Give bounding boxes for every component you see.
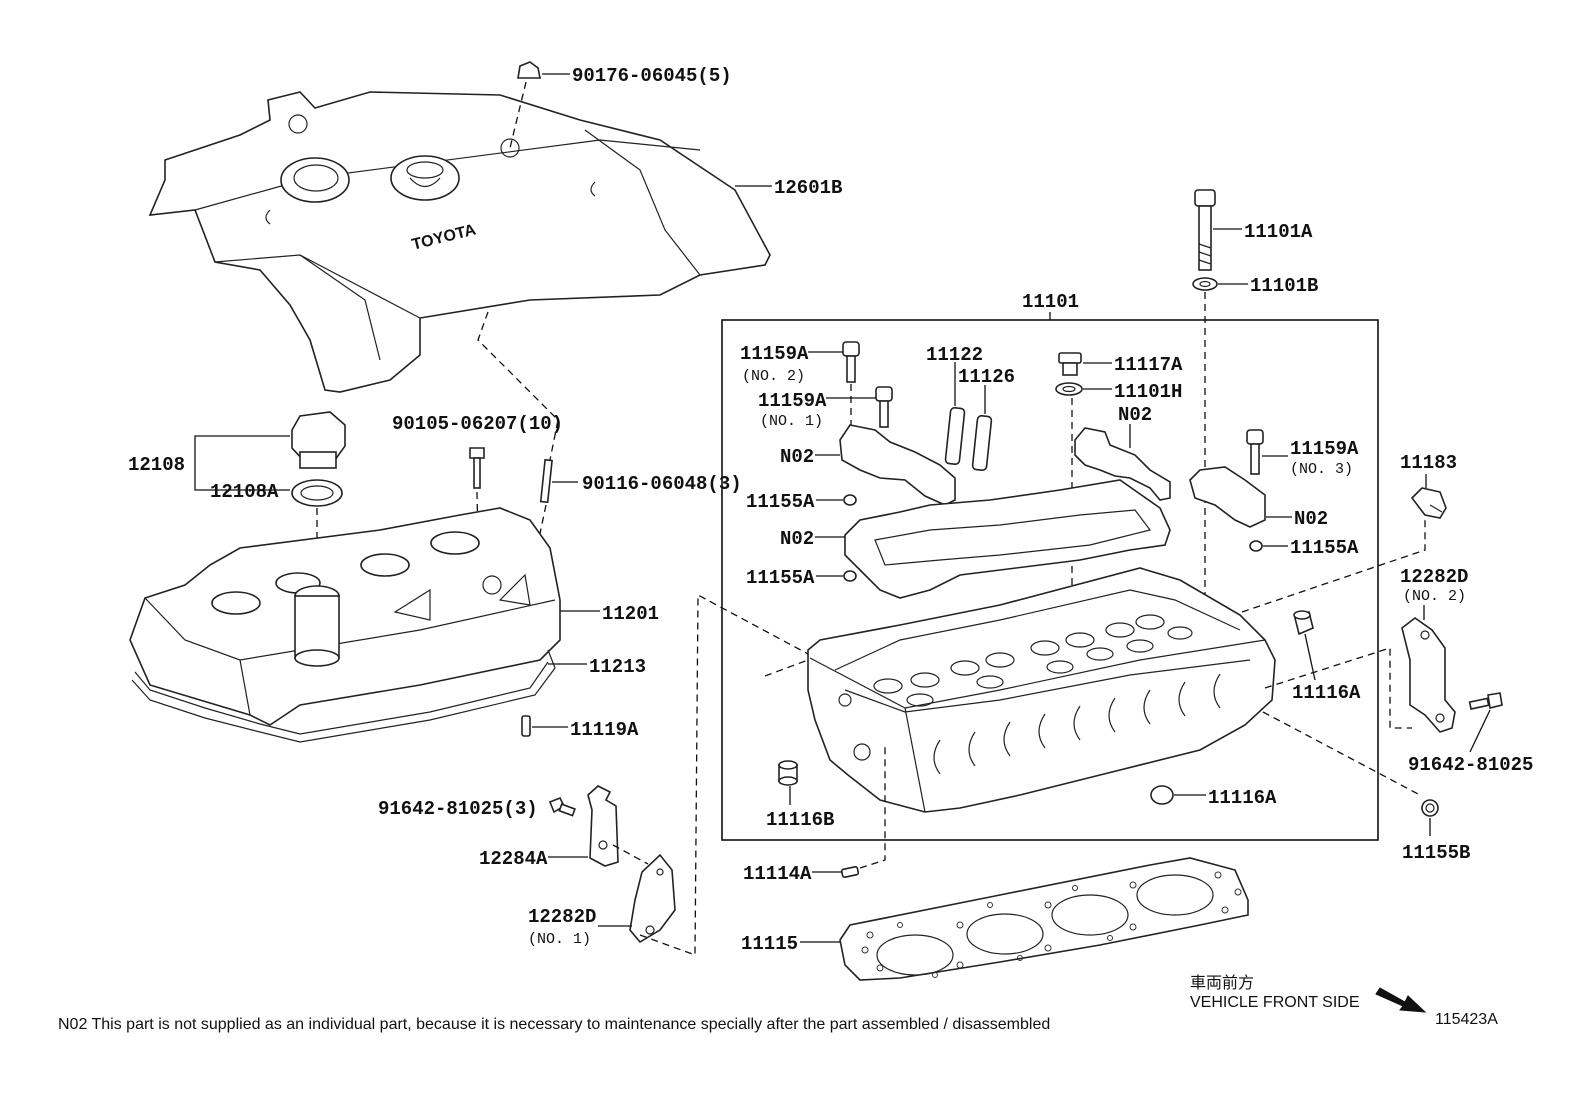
label-head-assembly[interactable]: 11101 [1022, 291, 1079, 313]
cap-gasket[interactable] [291, 479, 343, 507]
label-nut-11155a-2[interactable]: 11155A [746, 567, 815, 589]
label-hanger-12284a[interactable]: 12284A [479, 848, 548, 870]
pin-11119a[interactable] [521, 715, 531, 737]
label-nut-11155a-3[interactable]: 11155A [1290, 537, 1359, 559]
label-bolt-11159a-no1-sub: (NO. 1) [760, 413, 823, 430]
bolt-11159a-no1[interactable] [875, 386, 893, 428]
oil-filler-cap[interactable] [291, 411, 346, 469]
bracket-11183[interactable] [1410, 487, 1447, 519]
cap-nut-90176[interactable] [517, 61, 541, 79]
label-n02-frame[interactable]: N02 [780, 528, 814, 550]
label-plug-11116a-right[interactable]: 11116A [1292, 682, 1361, 704]
bolt-11159a-no2[interactable] [842, 341, 860, 383]
label-head-bolt[interactable]: 11101A [1244, 221, 1313, 243]
label-n02-left[interactable]: N02 [780, 446, 814, 468]
label-hanger-12282d-no2-sub: (NO. 2) [1403, 588, 1466, 605]
footnote: N02 This part is not supplied as an indi… [58, 1016, 1050, 1033]
front-arrow-icon [1375, 987, 1427, 1013]
label-hanger-bolt-right[interactable]: 91642-81025 [1408, 754, 1533, 776]
cover-stud[interactable] [539, 458, 553, 504]
hanger-12284a[interactable] [587, 785, 619, 867]
label-oil-filler-cap[interactable]: 12108 [128, 454, 185, 476]
plug-11116b[interactable] [778, 760, 798, 786]
bearing-cap-n02-left[interactable] [839, 424, 956, 506]
label-gasket-11101h[interactable]: 11101H [1114, 381, 1182, 403]
front-label-jp: 車両前方 [1190, 974, 1254, 992]
label-bolt-11159a-no2-sub: (NO. 2) [742, 368, 805, 385]
label-n02-right[interactable]: N02 [1294, 508, 1328, 530]
label-plug-11116b[interactable]: 11116B [766, 809, 834, 831]
label-cover-stud[interactable]: 90116-06048(3) [582, 473, 742, 495]
label-bolt-11159a-no3[interactable]: 11159A [1290, 438, 1359, 460]
label-head-gasket[interactable]: 11115 [741, 933, 798, 955]
cylinder-head-cover[interactable] [129, 507, 561, 726]
label-head-cover[interactable]: 11201 [602, 603, 659, 625]
label-head-bolt-washer[interactable]: 11101B [1250, 275, 1318, 297]
hanger-12282d-no1[interactable] [629, 853, 676, 944]
label-engine-cover[interactable]: 12601B [774, 177, 842, 199]
plug-11116a-right[interactable] [1293, 610, 1314, 636]
nut-11155a-1[interactable] [843, 494, 857, 506]
head-cover-gasket[interactable] [131, 649, 556, 743]
label-head-cover-gasket[interactable]: 11213 [589, 656, 646, 678]
hanger-bolt-right[interactable] [1468, 692, 1503, 710]
label-hanger-12282d-no1-sub: (NO. 1) [528, 931, 591, 948]
plug-11116a-bottom[interactable] [1150, 785, 1174, 805]
label-bolt-11159a-no2[interactable]: 11159A [740, 343, 809, 365]
label-plug-11117a[interactable]: 11117A [1114, 354, 1183, 376]
label-hanger-bolt-left[interactable]: 91642-81025(3) [378, 798, 538, 820]
cylinder-head[interactable] [807, 567, 1276, 813]
label-guide-11122[interactable]: 11122 [926, 344, 983, 366]
bearing-frame-n02[interactable] [844, 479, 1171, 599]
nut-11155a-3[interactable] [1249, 540, 1263, 552]
head-gasket[interactable] [839, 857, 1249, 981]
label-bolt-11159a-no3-sub: (NO. 3) [1290, 461, 1353, 478]
label-bracket-11183[interactable]: 11183 [1400, 452, 1457, 474]
gasket-11101h[interactable] [1055, 382, 1083, 396]
label-hanger-12282d-no1[interactable]: 12282D [528, 906, 596, 928]
dowel-11114a[interactable] [840, 865, 860, 879]
front-label-en: VEHICLE FRONT SIDE [1190, 994, 1360, 1011]
label-hanger-12282d-no2[interactable]: 12282D [1400, 566, 1468, 588]
label-dowel-11114a[interactable]: 11114A [743, 863, 812, 885]
hanger-bolt-left[interactable] [548, 796, 576, 817]
label-cap-nut[interactable]: 90176-06045(5) [572, 65, 732, 87]
bolt-11159a-no3[interactable] [1246, 429, 1264, 475]
label-bolt-11159a-no1[interactable]: 11159A [758, 390, 827, 412]
plug-11155b[interactable] [1421, 799, 1439, 817]
label-plug-11116a-bottom[interactable]: 11116A [1208, 787, 1277, 809]
label-pin-11119a[interactable]: 11119A [570, 719, 639, 741]
label-cap-gasket[interactable]: 12108A [210, 481, 279, 503]
bearing-cap-n02-right[interactable] [1189, 466, 1266, 528]
label-cover-bolt[interactable]: 90105-06207(10) [392, 413, 563, 435]
engine-cover[interactable]: TOYOTA [148, 91, 771, 393]
figure-id: 115423A [1435, 1011, 1498, 1028]
bearing-cap-n02-top[interactable] [1074, 427, 1171, 501]
label-nut-11155a-1[interactable]: 11155A [746, 491, 815, 513]
head-bolt[interactable] [1194, 189, 1216, 271]
guide-11126[interactable] [971, 415, 993, 471]
guide-11122[interactable] [944, 407, 966, 465]
plug-11117a[interactable] [1058, 352, 1082, 376]
label-n02-top[interactable]: N02 [1118, 404, 1152, 426]
cover-bolt[interactable] [469, 447, 485, 489]
nut-11155a-2[interactable] [843, 570, 857, 582]
head-bolt-washer[interactable] [1192, 277, 1218, 291]
label-guide-11126[interactable]: 11126 [958, 366, 1015, 388]
hanger-12282d-no2[interactable] [1401, 617, 1456, 733]
label-plug-11155b[interactable]: 11155B [1402, 842, 1470, 864]
